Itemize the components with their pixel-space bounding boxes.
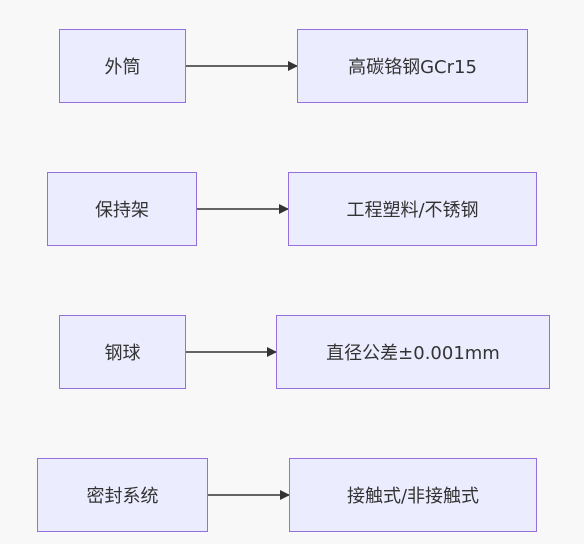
node-seal-system-type: 接触式/非接触式 — [289, 458, 537, 532]
node-outer-cylinder: 外筒 — [59, 29, 186, 103]
node-steel-ball: 钢球 — [59, 315, 186, 389]
node-seal-system: 密封系统 — [37, 458, 208, 532]
node-cage: 保持架 — [47, 172, 197, 246]
node-steel-ball-tolerance: 直径公差±0.001mm — [276, 315, 550, 389]
node-cage-material: 工程塑料/不锈钢 — [288, 172, 537, 246]
node-outer-cylinder-material: 高碳铬钢GCr15 — [297, 29, 528, 103]
